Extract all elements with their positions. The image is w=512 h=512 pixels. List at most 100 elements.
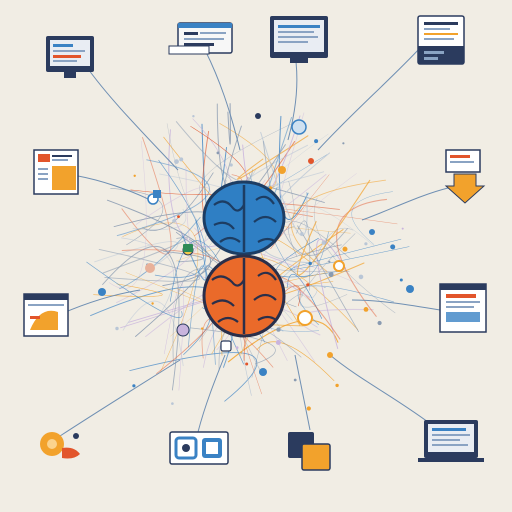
network-link — [86, 261, 183, 318]
network-link — [296, 220, 311, 291]
hub-node — [176, 323, 190, 337]
network-dot — [115, 326, 119, 331]
hand-gear-icon — [40, 432, 80, 459]
network-dot — [323, 285, 326, 289]
network-dot — [314, 139, 319, 144]
laptop-icon — [270, 16, 328, 63]
network-dot — [201, 327, 204, 330]
network-link — [299, 233, 356, 308]
network-dot — [390, 244, 396, 250]
hub-node — [369, 229, 375, 235]
screen-icon — [439, 283, 487, 333]
network-dot — [171, 402, 174, 405]
hub-nodes — [98, 113, 414, 376]
network-dot — [276, 327, 281, 332]
hub-node — [297, 310, 313, 326]
network-dot — [401, 227, 404, 230]
network-link — [312, 227, 354, 267]
network-dot — [216, 151, 220, 155]
network-dot — [133, 174, 136, 177]
spoke-line — [204, 49, 241, 151]
network-dot — [192, 115, 195, 118]
monitor-icon — [46, 36, 94, 78]
network-link — [121, 137, 172, 255]
hub-node — [220, 340, 232, 352]
network-link — [154, 159, 207, 278]
spoke-line — [329, 354, 437, 429]
spoke-line — [197, 354, 226, 433]
network-dot — [229, 163, 233, 167]
network-dot — [172, 219, 176, 223]
network-link — [164, 282, 184, 391]
network-link — [122, 300, 184, 367]
network-link — [288, 221, 350, 259]
spoke-line — [77, 175, 151, 201]
network-link — [297, 179, 371, 276]
network-dot — [306, 283, 310, 287]
network-link — [116, 159, 210, 237]
network-link — [163, 250, 204, 263]
network-dot — [245, 362, 249, 366]
network-link — [121, 237, 175, 314]
network-dot — [275, 340, 281, 345]
network-dot — [358, 274, 364, 280]
network-link — [316, 238, 346, 349]
network-dot — [342, 246, 348, 252]
hub-node — [98, 288, 106, 296]
network-link — [286, 274, 323, 319]
hub-node — [333, 260, 345, 272]
network-dot — [342, 142, 345, 145]
network-link — [227, 103, 231, 145]
network-link — [294, 264, 361, 285]
network-link — [190, 327, 276, 365]
network-dot — [335, 383, 339, 388]
network-link — [260, 131, 308, 237]
hub-node — [153, 190, 161, 198]
hub-node — [406, 285, 414, 293]
network-link — [336, 198, 388, 317]
network-dot — [308, 261, 312, 266]
network-link — [297, 225, 360, 333]
network-link — [237, 135, 309, 180]
network-dot — [151, 302, 154, 305]
server-device-icon — [417, 15, 465, 65]
network-link — [262, 141, 348, 256]
network-dot — [132, 384, 136, 388]
spoke-line — [85, 65, 179, 171]
network-dot — [293, 378, 297, 382]
network-dot — [328, 260, 331, 263]
document-chart-icon — [33, 149, 79, 195]
hub-node — [259, 368, 267, 376]
network-dot — [321, 241, 326, 245]
network-link — [290, 179, 386, 272]
hub-node — [255, 113, 261, 119]
network-dot — [306, 406, 311, 411]
network-link — [119, 216, 201, 290]
network-link — [102, 245, 180, 391]
download-arrow-icon — [444, 149, 486, 204]
network-link — [93, 283, 163, 297]
network-dot — [179, 157, 184, 162]
hub-node — [183, 244, 193, 252]
dashboard-icon — [23, 293, 69, 337]
brain-blue-icon — [202, 180, 286, 256]
network-link — [110, 187, 164, 246]
network-dot — [174, 159, 179, 165]
hub-node — [145, 263, 155, 273]
spoke-line — [317, 47, 421, 151]
spoke-line — [351, 299, 441, 311]
app-window-icon — [169, 431, 229, 465]
hub-node — [278, 166, 286, 174]
browser-window-icon — [168, 22, 233, 55]
network-dot — [363, 307, 369, 312]
network-dot — [377, 320, 382, 326]
square-stack-icon — [288, 432, 331, 471]
spoke-line — [361, 187, 449, 221]
network-link — [94, 241, 179, 276]
network-link — [289, 238, 410, 270]
brain-orange-icon — [202, 254, 286, 338]
network-link — [199, 123, 292, 195]
spoke-line — [59, 359, 181, 437]
hub-node — [327, 352, 333, 358]
